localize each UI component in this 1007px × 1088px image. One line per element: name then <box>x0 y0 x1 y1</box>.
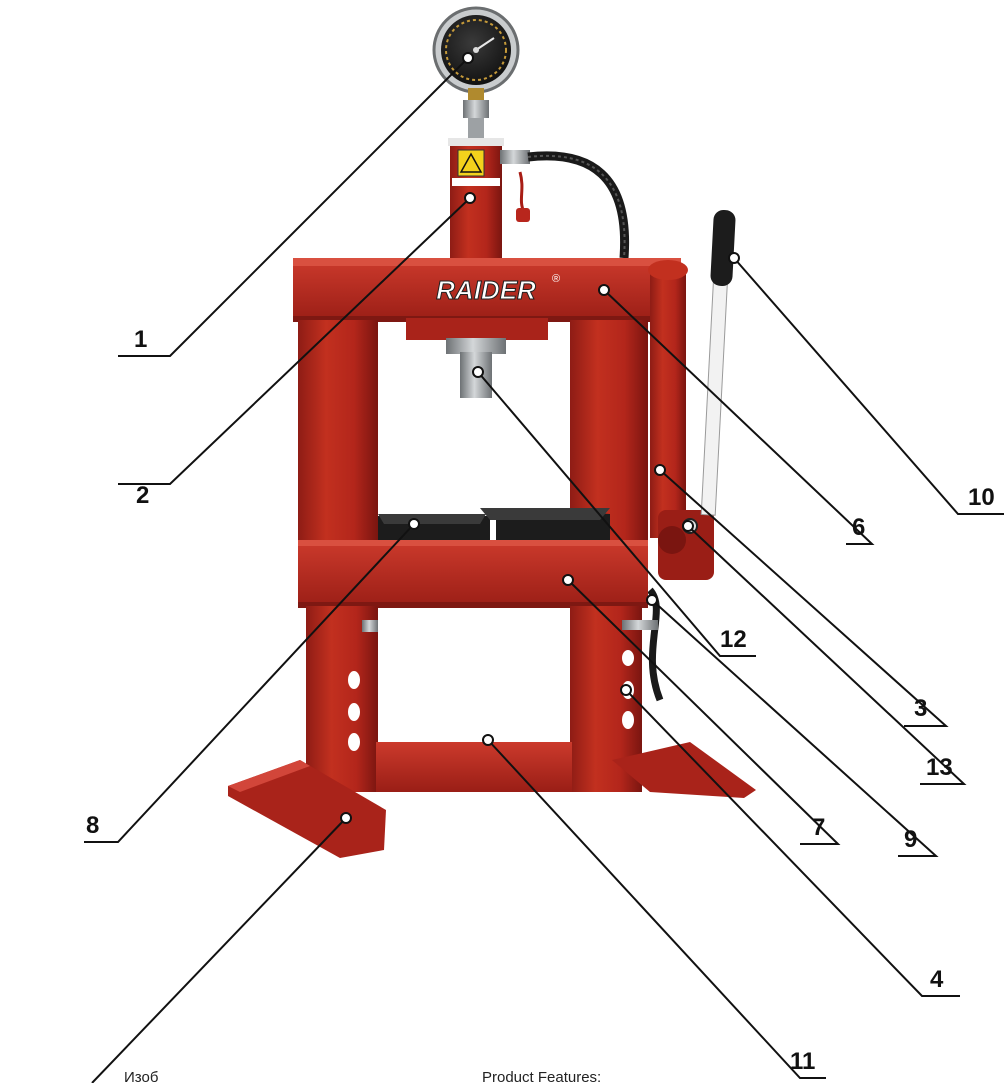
callout-6: 6 <box>852 514 866 541</box>
leader-line-5 <box>91 817 347 1084</box>
left-upright <box>298 320 378 542</box>
pump-lever <box>700 209 736 516</box>
callout-2: 2 <box>136 482 150 509</box>
callout-12: 12 <box>720 626 747 653</box>
callout-11: 11 <box>790 1048 816 1075</box>
top-beam <box>293 258 681 340</box>
callout-9: 9 <box>904 826 918 853</box>
leader-lines <box>84 57 1004 1084</box>
hydraulic-hose <box>500 150 664 702</box>
brand-registered-mark: ® <box>552 273 560 285</box>
caption-left-partial: Изоб <box>124 1069 159 1086</box>
leader-line-4 <box>625 689 960 997</box>
leader-line-10 <box>733 257 1004 515</box>
anchor-rings <box>340 52 740 824</box>
callout-7: 7 <box>812 814 826 841</box>
caption-right-partial: Product Features: <box>482 1069 602 1086</box>
leader-line-2 <box>118 197 471 485</box>
left-foot <box>228 760 386 858</box>
leader-line-9 <box>651 599 939 857</box>
leader-line-7 <box>567 579 841 845</box>
leader-line-3 <box>659 469 949 727</box>
leader-line-13 <box>687 525 967 785</box>
callout-4: 4 <box>930 966 944 993</box>
callout-13: 13 <box>926 754 953 781</box>
pump-unit <box>648 260 714 580</box>
leader-line-8 <box>84 523 415 843</box>
right-upright <box>570 320 648 542</box>
hydraulic-cylinder <box>448 138 504 260</box>
callout-10: 10 <box>968 484 995 511</box>
callout-1: 1 <box>134 326 148 353</box>
leader-line-11 <box>487 739 826 1079</box>
bolster-beam <box>298 540 648 608</box>
callout-3: 3 <box>914 695 928 722</box>
leader-line-6 <box>603 289 875 545</box>
leader-line-12 <box>477 371 756 657</box>
bottom-crossbar <box>376 742 572 792</box>
brand-logo: RAIDER <box>436 275 536 305</box>
pressure-gauge <box>432 6 520 142</box>
callout-8: 8 <box>86 812 100 839</box>
leader-line-1 <box>118 57 469 357</box>
right-foot <box>612 742 756 798</box>
